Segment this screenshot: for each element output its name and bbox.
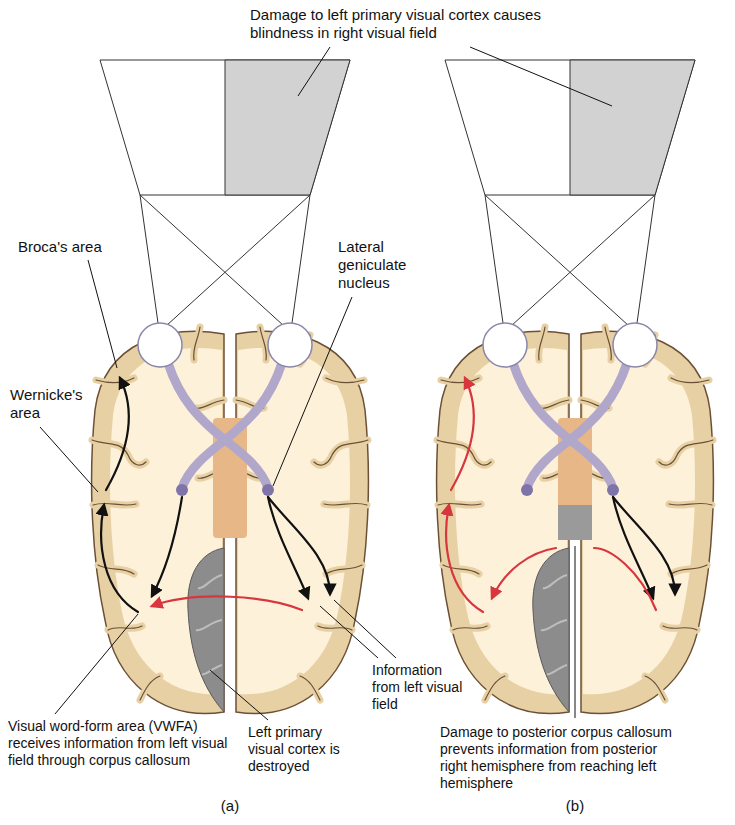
panel-a	[92, 60, 369, 713]
pathway-arrow	[106, 378, 129, 490]
pathway-arrow	[152, 497, 182, 596]
callout-label: Lateral geniculate nucleus	[338, 238, 433, 292]
pathway-arrow	[268, 497, 330, 594]
leader-line	[88, 260, 117, 368]
callout-label: Visual word-form area (VWFA) receives in…	[8, 718, 236, 769]
callosal-arrow	[152, 596, 302, 610]
pathway-arrow	[101, 505, 138, 612]
callout-label: Wernicke's area	[10, 386, 92, 422]
pathway-arrow	[446, 505, 483, 612]
pathway-arrows-a	[101, 378, 330, 612]
panel-label: (b)	[545, 797, 605, 815]
leader-line	[40, 427, 98, 492]
leader-line	[273, 297, 352, 486]
callout-label: Left primary visual cortex is destroyed	[248, 724, 352, 775]
leader-line	[575, 546, 576, 718]
leader-line	[470, 47, 612, 106]
callosal-arrow	[492, 548, 556, 598]
leader-line	[298, 47, 330, 96]
callout-label: Information from left visual field	[372, 662, 464, 713]
leader-line	[334, 600, 396, 658]
pathway-arrows-b	[446, 378, 675, 612]
leader-line	[210, 670, 268, 720]
callosum-damage	[558, 505, 592, 540]
leader-lines	[40, 47, 612, 720]
pathway-arrow	[613, 497, 653, 598]
leader-line	[55, 614, 138, 714]
pathway-arrow	[451, 378, 474, 490]
pathway-arrow	[268, 497, 308, 598]
pathway-arrow	[613, 497, 675, 594]
panel-label: (a)	[200, 797, 260, 815]
callout-label: Broca's area	[18, 238, 128, 256]
blocked-arrow	[594, 548, 656, 610]
callout-label: Damage to left primary visual cortex cau…	[250, 6, 555, 42]
callout-label: Damage to posterior corpus callosum prev…	[440, 724, 672, 792]
